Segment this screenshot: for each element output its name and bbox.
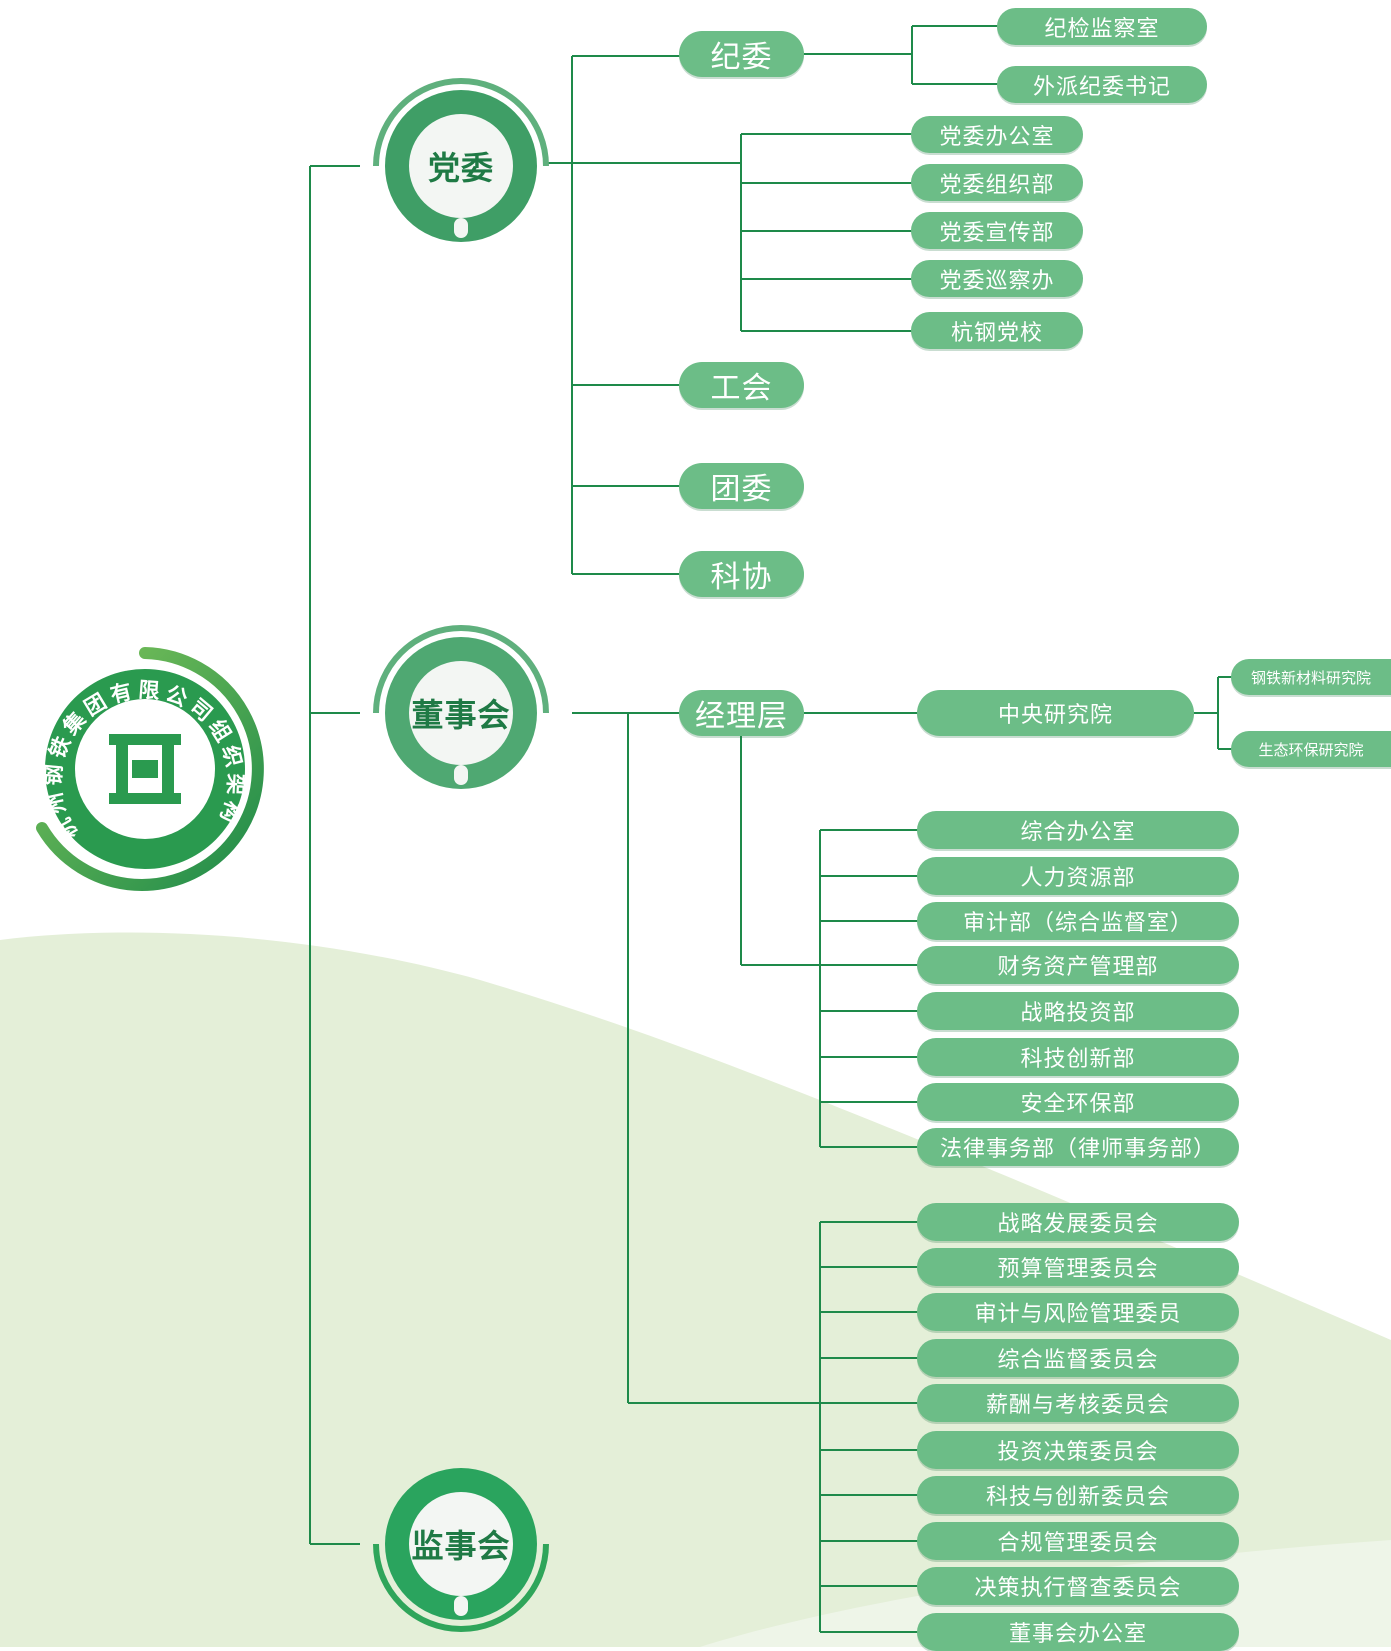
hub-party-label: 党委 [427, 149, 494, 187]
node-committee-decision-supervision[interactable]: 决策执行督查委员会 [917, 1567, 1239, 1605]
hub-supervisory-board[interactable]: 监事会 [366, 1449, 556, 1639]
node-science-association[interactable]: 科协 [679, 551, 804, 597]
hub-board[interactable]: 董事会 [366, 618, 556, 808]
node-legal-affairs-dept[interactable]: 法律事务部（律师事务部） [917, 1128, 1239, 1166]
hub-ring-icon [373, 1468, 549, 1632]
node-committee-investment-decision[interactable]: 投资决策委员会 [917, 1431, 1239, 1469]
node-committee-compliance[interactable]: 合规管理委员会 [917, 1522, 1239, 1560]
node-strategic-investment-dept[interactable]: 战略投资部 [917, 992, 1239, 1030]
node-finance-asset-dept[interactable]: 财务资产管理部 [917, 946, 1239, 984]
node-committee-budget-management[interactable]: 预算管理委员会 [917, 1248, 1239, 1286]
hub-supervisory-label: 监事会 [411, 1527, 511, 1565]
hub-party-committee[interactable]: 党委 [366, 71, 556, 261]
hub-board-label: 董事会 [411, 696, 511, 734]
node-youth-league[interactable]: 团委 [679, 463, 804, 509]
node-committee-technology-innovation[interactable]: 科技与创新委员会 [917, 1476, 1239, 1514]
hub-ring-icon [373, 78, 549, 242]
node-eco-environment-institute[interactable]: 生态环保研究院 [1231, 731, 1391, 767]
node-party-publicity-dept[interactable]: 党委宣传部 [911, 212, 1083, 249]
node-discipline-committee[interactable]: 纪委 [679, 31, 804, 77]
node-party-school[interactable]: 杭钢党校 [911, 312, 1083, 349]
node-board-office[interactable]: 董事会办公室 [917, 1613, 1239, 1651]
company-seal-icon: 杭州钢铁集团有限公司组织架构图 [1, 619, 264, 891]
node-general-office[interactable]: 综合办公室 [917, 811, 1239, 849]
node-audit-dept[interactable]: 审计部（综合监督室） [917, 902, 1239, 940]
node-dispatched-discipline-secretary[interactable]: 外派纪委书记 [997, 66, 1207, 103]
node-central-research-institute[interactable]: 中央研究院 [917, 690, 1194, 736]
hub-ring-icon [373, 625, 549, 789]
node-party-office[interactable]: 党委办公室 [911, 116, 1083, 153]
company-logo: 杭州钢铁集团有限公司组织架构图 [1, 619, 276, 900]
node-technology-innovation-dept[interactable]: 科技创新部 [917, 1038, 1239, 1076]
node-committee-remuneration[interactable]: 薪酬与考核委员会 [917, 1384, 1239, 1422]
node-committee-supervision[interactable]: 综合监督委员会 [917, 1339, 1239, 1377]
node-party-inspection-office[interactable]: 党委巡察办 [911, 260, 1083, 297]
node-safety-environment-dept[interactable]: 安全环保部 [917, 1083, 1239, 1121]
node-party-organization-dept[interactable]: 党委组织部 [911, 164, 1083, 201]
node-human-resources-dept[interactable]: 人力资源部 [917, 857, 1239, 895]
node-union[interactable]: 工会 [679, 362, 804, 408]
node-committee-strategic-development[interactable]: 战略发展委员会 [917, 1203, 1239, 1241]
node-steel-materials-institute[interactable]: 钢铁新材料研究院 [1231, 659, 1391, 695]
node-discipline-inspection-office[interactable]: 纪检监察室 [997, 8, 1207, 45]
node-committee-audit-risk[interactable]: 审计与风险管理委员 [917, 1293, 1239, 1331]
node-management[interactable]: 经理层 [679, 690, 804, 736]
